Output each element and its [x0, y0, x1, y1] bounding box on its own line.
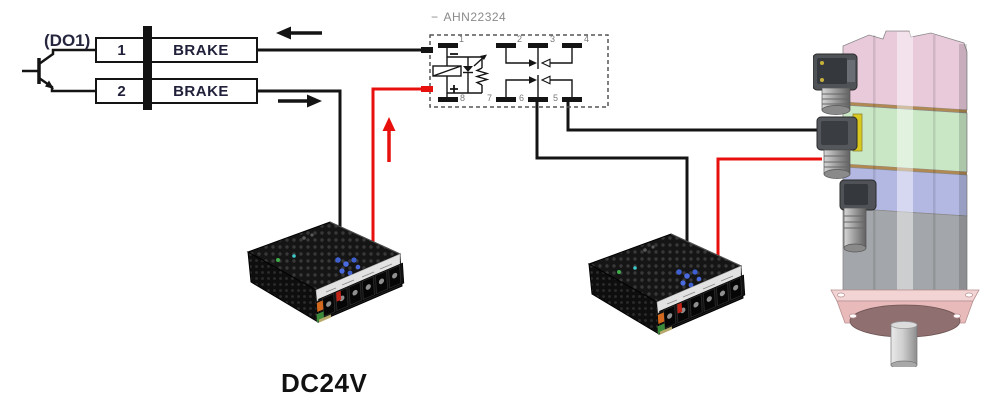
wire-black-group: [258, 48, 822, 272]
relay-part-number: AHN22324: [443, 10, 507, 24]
arrow-up-icon: [382, 117, 396, 162]
wire-red-group: [371, 87, 822, 268]
wire-psu1-to-relay8: [371, 87, 433, 260]
motor-connector-bottom: [839, 179, 877, 253]
relay-pin-label-5: 5: [553, 93, 559, 103]
power-supply-image: [247, 221, 405, 325]
wire-relay6-to-psu2: [535, 102, 689, 272]
connector-bar: [143, 26, 152, 110]
relay-label-prefix: −: [431, 10, 439, 24]
arrow-left-icon: [276, 26, 322, 40]
brake-label: BRAKE: [173, 41, 229, 59]
terminal-number: 2: [117, 82, 126, 100]
terminal-row: 1 BRAKE: [95, 37, 258, 63]
relay-pin-label-6: 6: [519, 93, 525, 103]
terminal-number: 1: [117, 41, 126, 59]
motor-connector-middle: [816, 113, 863, 179]
relay-contacts: [505, 48, 573, 97]
relay-pin-label-4: 4: [584, 34, 590, 44]
relay-pin-label-7: 7: [487, 93, 493, 103]
wire-psu2-to-motor: [716, 157, 822, 268]
arrow-right-icon: [278, 94, 322, 108]
brake-label: BRAKE: [173, 82, 229, 100]
relay-schematic-icon: [421, 34, 609, 108]
relay-pin-pads: [438, 43, 582, 102]
terminal-row: 2 BRAKE: [95, 78, 258, 104]
relay-label: −AHN22324: [431, 10, 506, 24]
npn-transistor-icon: [22, 48, 95, 93]
motor-connector-top: [813, 53, 858, 115]
relay-outline: [429, 34, 609, 108]
servo-motor-image: [813, 30, 980, 367]
wire-brake2-to-psu1: [258, 89, 342, 262]
relay-pin-label-2: 2: [517, 34, 523, 44]
relay-pin-label-1: 1: [459, 34, 465, 44]
relay-pin-label-3: 3: [550, 34, 556, 44]
relay-coil: [432, 48, 490, 97]
power-supply-image: [588, 233, 746, 337]
dc24v-label: DC24V: [281, 368, 368, 398]
wire-relay5-to-motor: [566, 102, 822, 132]
do1-label: (DO1): [44, 31, 91, 50]
relay-pin-label-8: 8: [460, 93, 466, 103]
